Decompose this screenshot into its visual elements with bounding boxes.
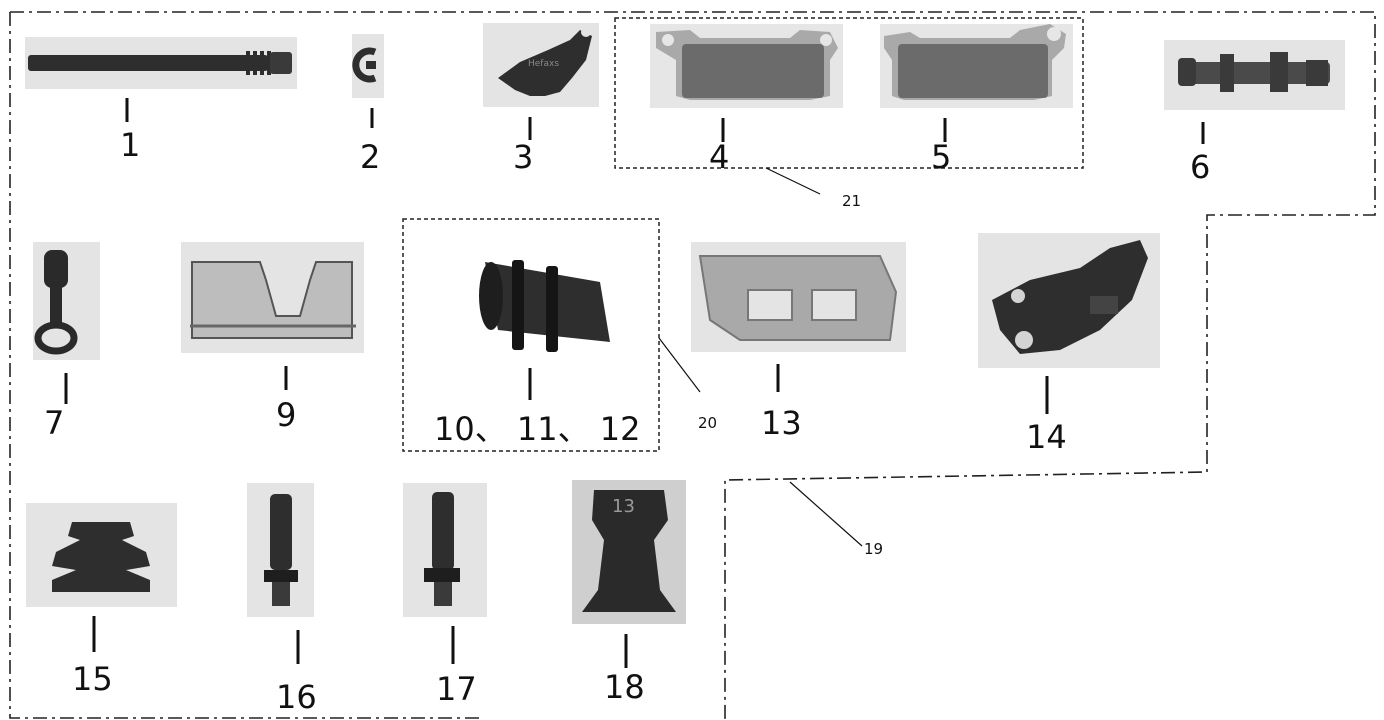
label-17: 17 — [436, 670, 477, 708]
part-2-clip — [352, 34, 384, 98]
label-3: 3 — [513, 138, 533, 176]
label-14: 14 — [1026, 418, 1067, 456]
label-1: 1 — [120, 126, 140, 164]
label-9: 9 — [276, 396, 296, 434]
part-7-bleeder — [33, 242, 100, 360]
label-15: 15 — [72, 660, 113, 698]
label-16: 16 — [276, 678, 317, 716]
part-3-stamp-text: Hefaxs — [528, 59, 559, 69]
part-4-brake-pad — [650, 24, 843, 108]
leader-21 — [766, 168, 820, 194]
part-18-cap: 13 — [572, 480, 686, 624]
part-6-pin — [1164, 40, 1345, 110]
part-16-guide-pin — [247, 483, 314, 617]
outer-dashdot-boundary — [10, 12, 1375, 720]
label-10-12: 10、 11、 12 — [434, 410, 641, 448]
label-13: 13 — [761, 404, 802, 442]
label-20: 20 — [698, 414, 717, 432]
part-1-bolt — [25, 37, 297, 89]
part-14-caliper-bracket — [978, 233, 1160, 368]
label-21: 21 — [842, 192, 861, 210]
part-18-stamp-text: 13 — [612, 496, 635, 517]
part-10-12-sleeve — [479, 260, 610, 352]
label-4: 4 — [709, 138, 729, 176]
label-7: 7 — [44, 404, 64, 442]
part-9-spring-plate — [181, 242, 364, 353]
label-19: 19 — [864, 540, 883, 558]
leader-19 — [790, 482, 862, 546]
label-5: 5 — [931, 138, 951, 176]
part-5-brake-pad — [880, 24, 1073, 108]
part-17-guide-pin — [403, 483, 487, 617]
label-2: 2 — [360, 138, 380, 176]
part-3-bracket: Hefaxs — [483, 23, 599, 107]
label-18: 18 — [604, 668, 645, 706]
part-15-boot — [26, 503, 177, 607]
part-13-spring-clip — [691, 242, 906, 352]
label-6: 6 — [1190, 148, 1210, 186]
